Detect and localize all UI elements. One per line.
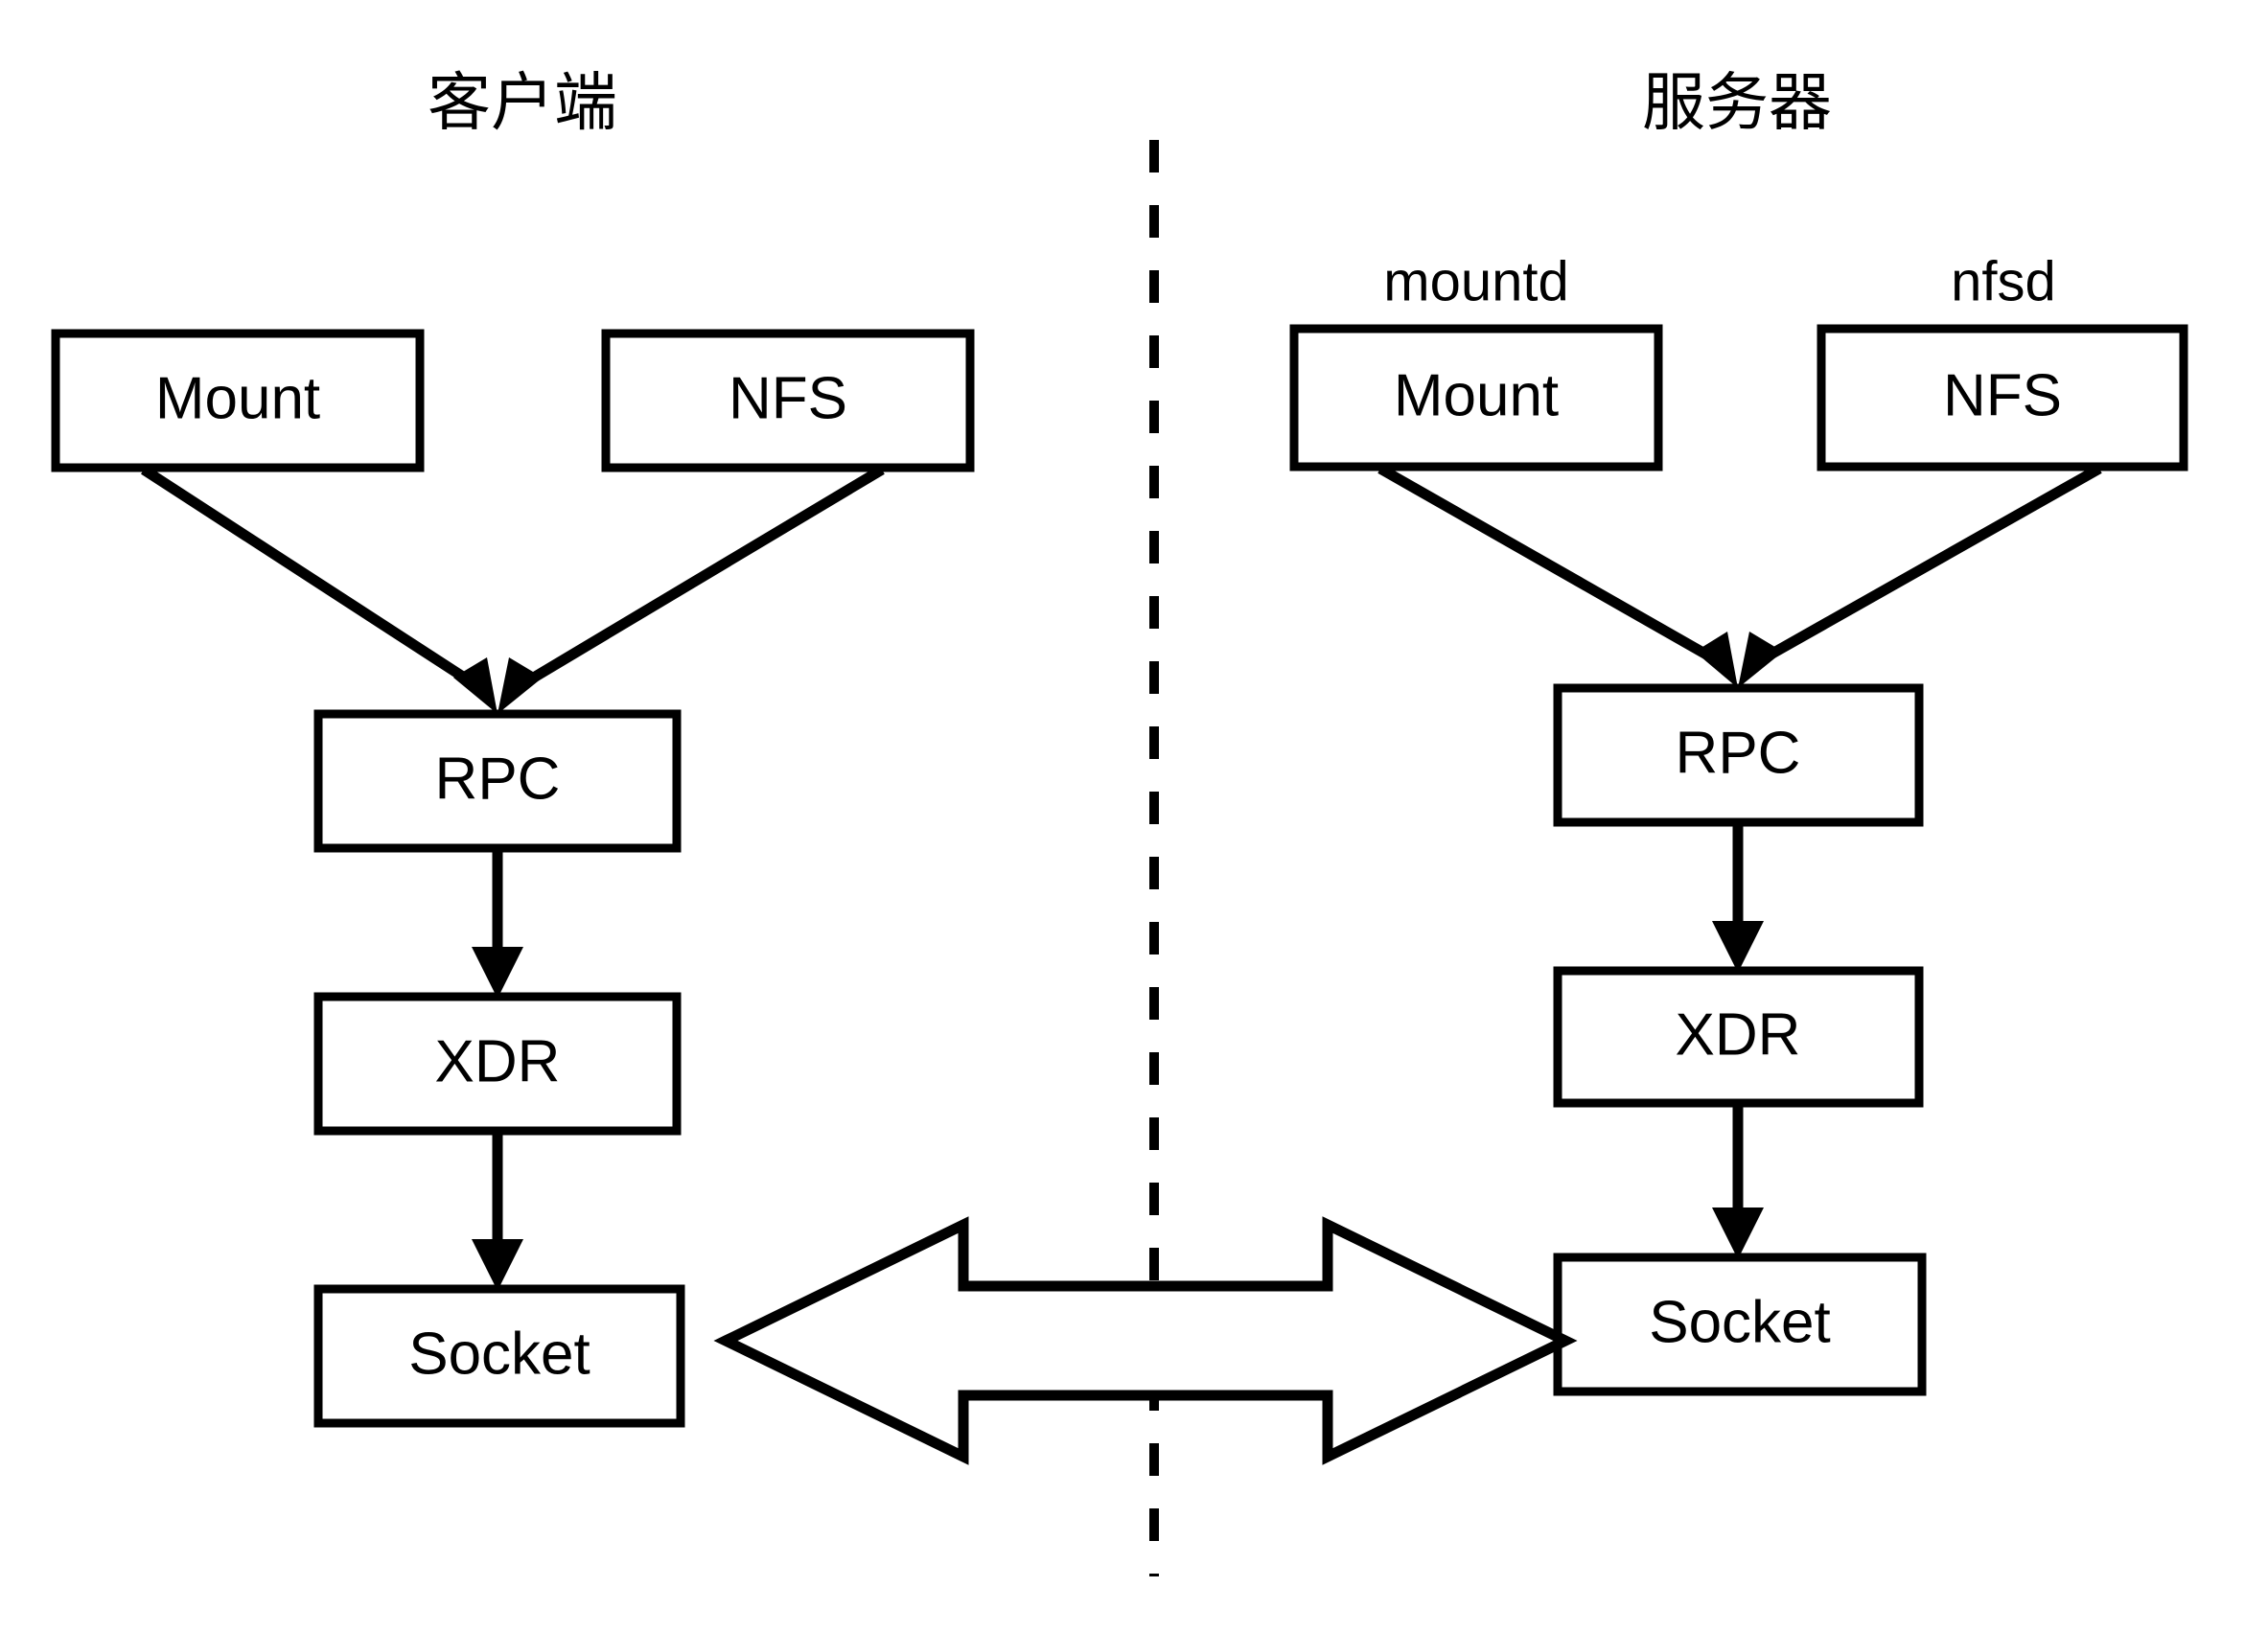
client-mount-to-rpc-arrow <box>141 465 498 714</box>
client-mount-box-group[interactable]: Mount <box>51 329 425 472</box>
socket-to-socket-bidirectional-arrow <box>713 1216 1578 1465</box>
server-nfsd-label: nfsd <box>1951 250 2056 312</box>
server-xdr-box[interactable] <box>1553 966 1924 1108</box>
server-mountd-label: mountd <box>1383 250 1568 312</box>
client-rpc-label: RPC <box>435 746 561 812</box>
client-mount-box[interactable] <box>51 329 425 472</box>
client-xdr-box-group[interactable]: XDR <box>313 992 682 1136</box>
client-socket-box[interactable] <box>313 1284 685 1428</box>
client-nfs-box-group[interactable]: NFS <box>601 329 975 472</box>
server-rpc-to-xdr-arrow <box>1712 822 1764 973</box>
server-mount-box-group[interactable]: Mount <box>1289 324 1663 472</box>
server-rpc-box-group[interactable]: RPC <box>1553 683 1924 827</box>
server-nfs-box[interactable] <box>1817 324 2188 472</box>
server-socket-label: Socket <box>1649 1289 1831 1355</box>
client-rpc-box-group[interactable]: RPC <box>313 709 682 853</box>
server-nfs-to-rpc-arrow <box>1738 464 2102 688</box>
server-mount-box[interactable] <box>1289 324 1663 472</box>
server-nfs-label: NFS <box>1943 362 2062 428</box>
client-nfs-to-rpc-arrow <box>498 465 885 714</box>
client-nfs-box[interactable] <box>601 329 975 472</box>
client-nfs-label: NFS <box>729 365 847 431</box>
client-side-title: 客户端 <box>428 66 617 137</box>
client-rpc-to-xdr-arrow <box>472 848 523 999</box>
client-mount-label: Mount <box>155 365 320 431</box>
server-xdr-box-group[interactable]: XDR <box>1553 966 1924 1108</box>
server-rpc-label: RPC <box>1676 720 1801 786</box>
client-xdr-label: XDR <box>435 1028 561 1094</box>
server-xdr-to-socket-arrow <box>1712 1103 1764 1259</box>
server-side-title: 服务器 <box>1642 66 1832 137</box>
server-socket-box-group[interactable]: Socket <box>1553 1253 1927 1396</box>
server-mount-to-rpc-arrow <box>1377 464 1738 688</box>
server-xdr-label: XDR <box>1676 1001 1801 1068</box>
client-xdr-to-socket-arrow <box>472 1131 523 1291</box>
client-socket-label: Socket <box>408 1321 590 1387</box>
server-nfs-box-group[interactable]: NFS <box>1817 324 2188 472</box>
server-socket-box[interactable] <box>1553 1253 1927 1396</box>
client-socket-box-group[interactable]: Socket <box>313 1284 685 1428</box>
server-mount-label: Mount <box>1394 362 1559 428</box>
